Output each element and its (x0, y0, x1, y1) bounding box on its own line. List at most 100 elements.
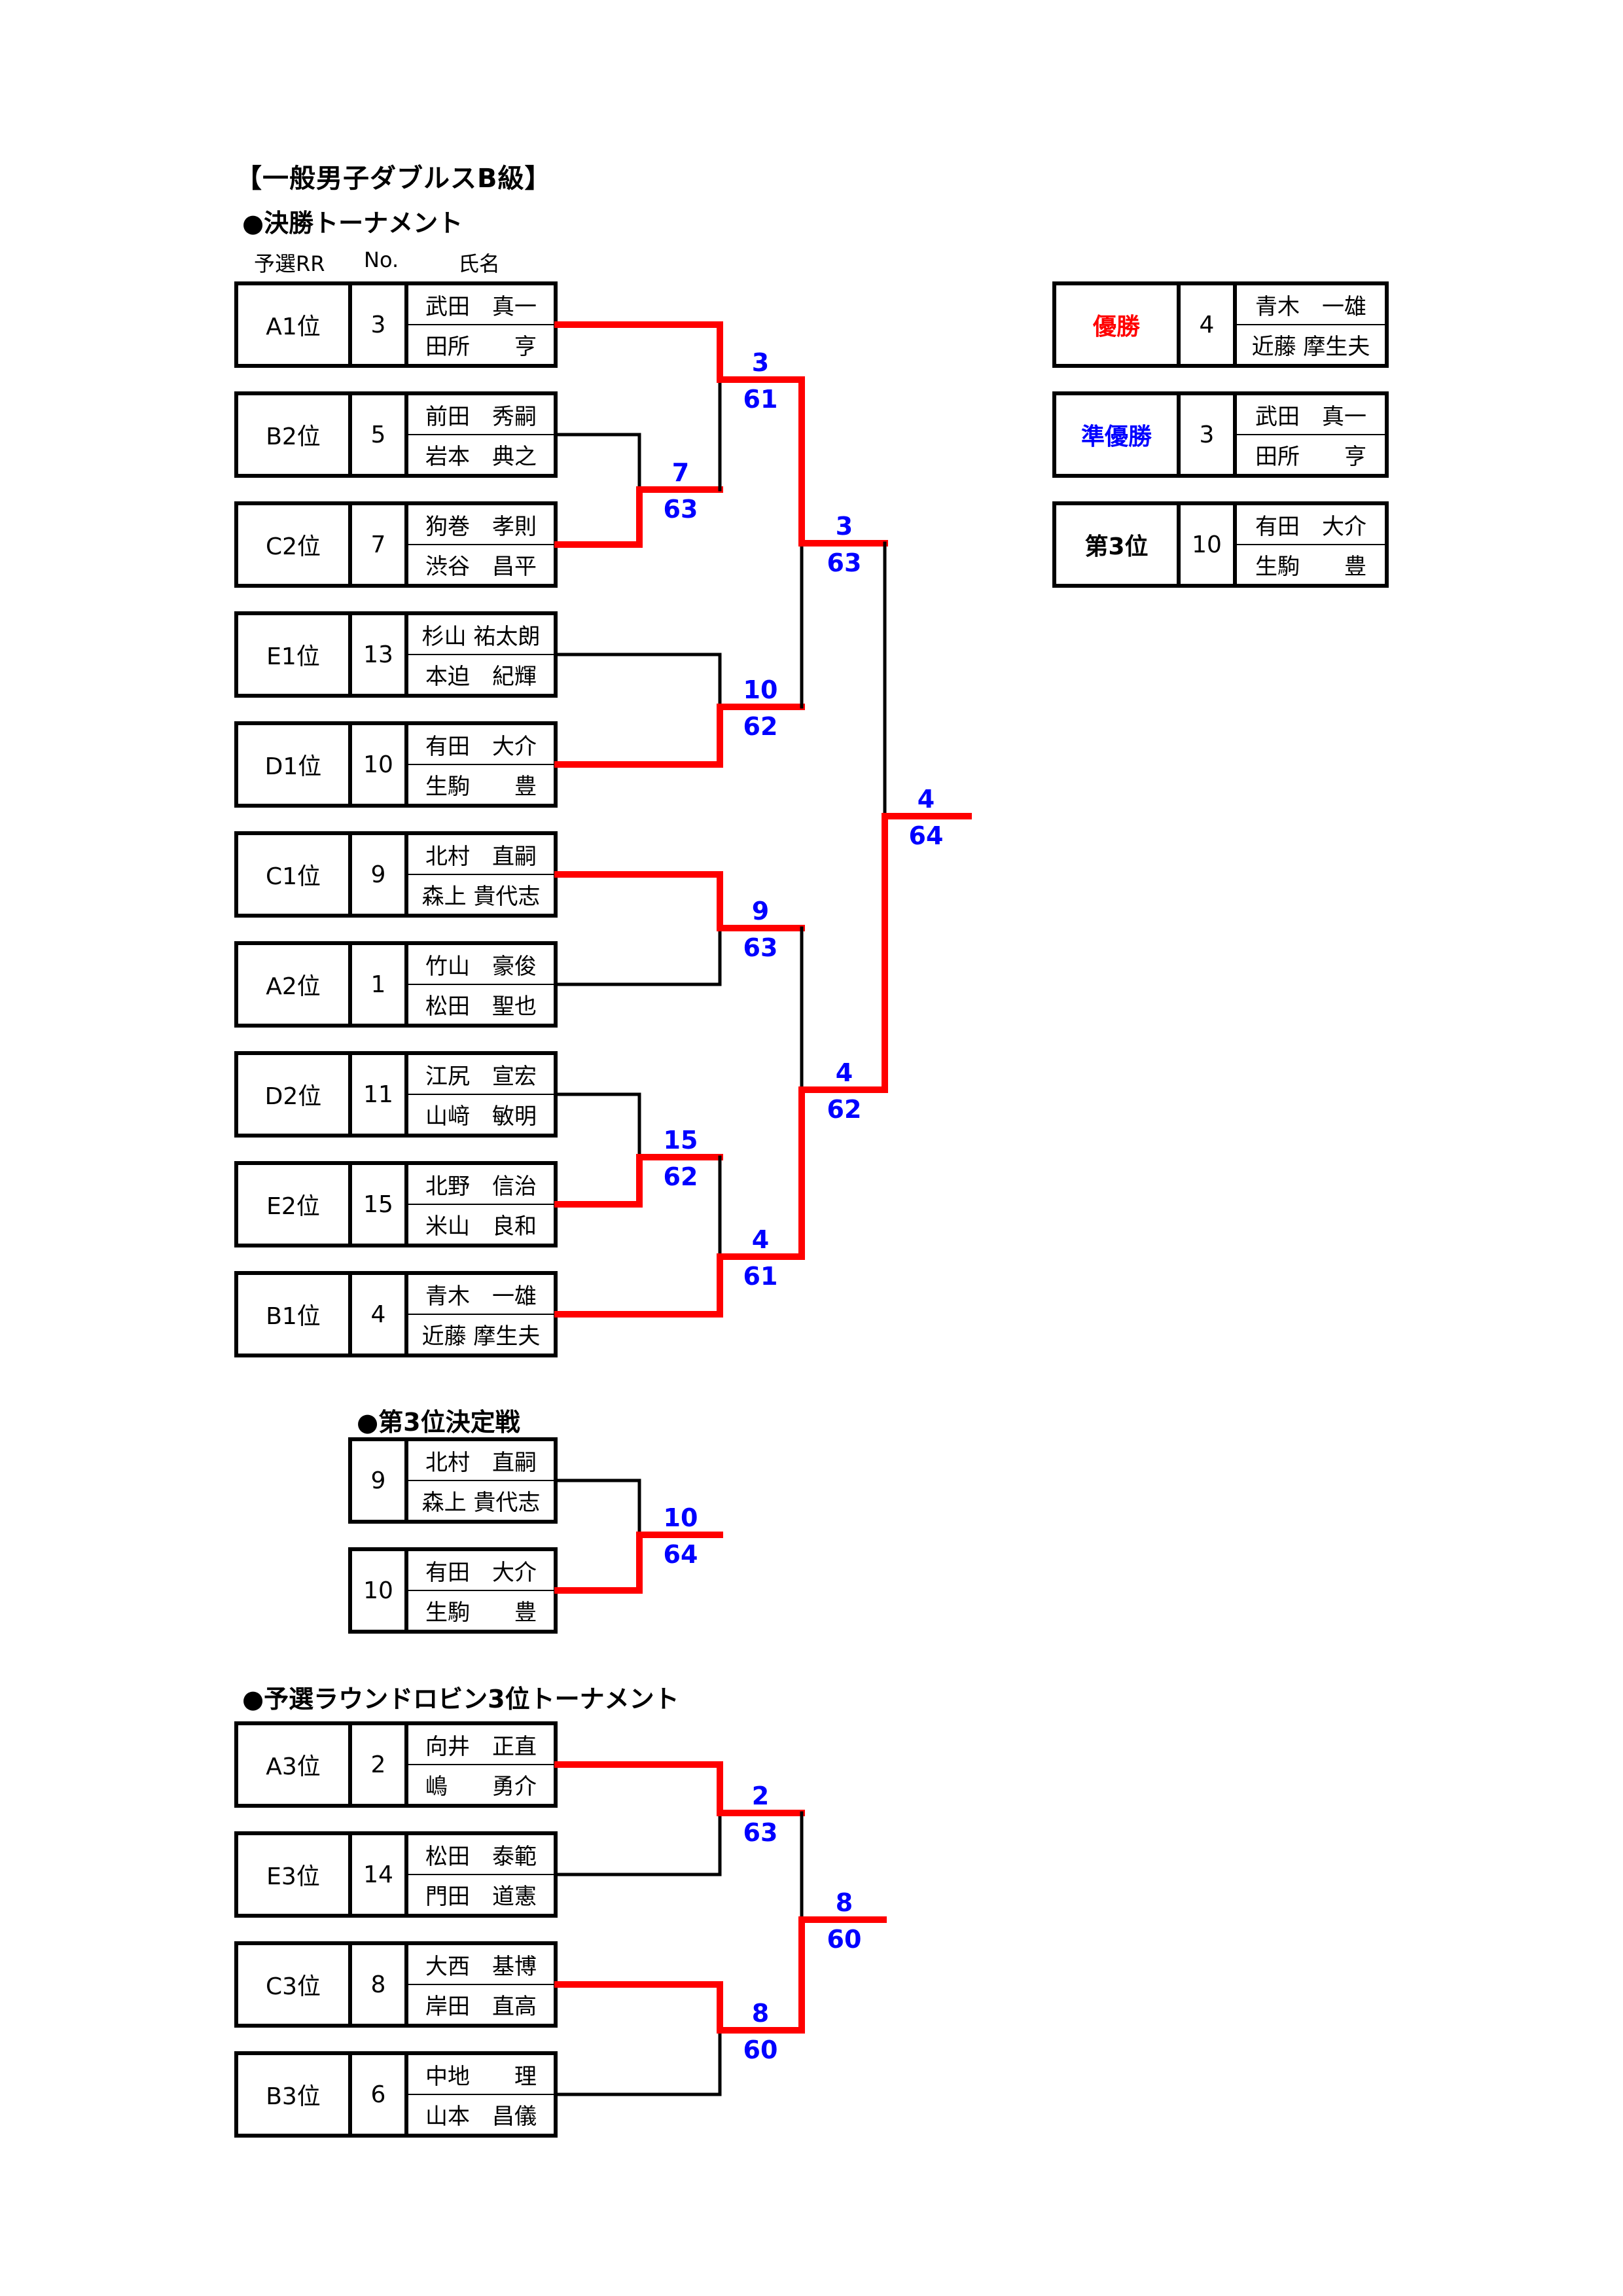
match-score-winner: 10 (743, 675, 778, 704)
match-score-match-number: 61 (743, 385, 778, 414)
player-name: 向井 正直 (408, 1725, 554, 1765)
entry-number: 5 (352, 395, 408, 474)
match-score-winner: 3 (751, 348, 770, 377)
entry-seed: C3位 (238, 1945, 352, 2024)
third-place-heading: ●第3位決定戦 (357, 1408, 520, 1437)
entry-number: 3 (352, 285, 408, 364)
rr3-score-winner: 8 (835, 1888, 853, 1917)
col-header-name: 氏名 (458, 251, 501, 276)
player-name: 北村 直嗣 (408, 835, 554, 875)
match-score-winner: 4 (751, 1225, 770, 1254)
entry-number: 6 (352, 2055, 408, 2134)
match-score-match-number: 62 (743, 712, 778, 741)
entry-number: 2 (352, 1725, 408, 1804)
entry-seed: B2位 (238, 395, 352, 474)
player-name: 岩本 典之 (425, 444, 537, 470)
match-score-match-number: 62 (663, 1162, 698, 1191)
player-name: 北村 直嗣 (408, 1441, 554, 1481)
match-score-winner: 9 (751, 897, 770, 925)
result-label: 第3位 (1056, 505, 1181, 584)
entry-number: 13 (352, 615, 408, 694)
player-name: 近藤 摩生夫 (421, 1323, 541, 1350)
match-score-winner: 7 (671, 458, 690, 487)
col-header-no: No. (364, 247, 399, 272)
entry-seed: B3位 (238, 2055, 352, 2134)
entry-seed: A2位 (238, 945, 352, 1024)
match-score-match-number: 61 (743, 1262, 778, 1291)
main-tournament-heading: ●決勝トーナメント (242, 209, 463, 238)
entry-seed: C2位 (238, 505, 352, 584)
player-name: 米山 良和 (425, 1213, 537, 1240)
entry-seed: A1位 (238, 285, 352, 364)
rr3-tournament-heading: ●予選ラウンドロビン3位トーナメント (242, 1685, 679, 1713)
entry-number: 14 (352, 1835, 408, 1914)
entry-seed: A3位 (238, 1725, 352, 1804)
rr3-score-winner: 8 (751, 1999, 770, 2028)
player-name: 田所 亨 (1255, 444, 1366, 470)
player-name: 竹山 豪俊 (408, 945, 554, 985)
player-name: 松田 泰範 (408, 1835, 554, 1875)
player-name: 山﨑 敏明 (425, 1103, 537, 1130)
third-place-score-match-number: 64 (663, 1540, 698, 1569)
player-name: 森上 貴代志 (421, 1490, 541, 1516)
entry-number: 4 (1181, 285, 1237, 364)
rr3-score-winner: 2 (751, 1782, 770, 1810)
entry-number: 7 (352, 505, 408, 584)
rr3-score-match-number: 60 (827, 1925, 862, 1954)
player-name: 有田 大介 (408, 1551, 554, 1591)
entry-seed: E3位 (238, 1835, 352, 1914)
match-score-match-number: 63 (827, 548, 862, 577)
result-label: 準優勝 (1056, 395, 1181, 474)
player-name: 杉山 祐太朗 (408, 615, 554, 655)
player-name: 門田 道憲 (425, 1884, 537, 1910)
player-name: 田所 亨 (425, 334, 537, 360)
player-name: 生駒 豊 (425, 774, 537, 800)
entry-number: 4 (352, 1275, 408, 1354)
entry-number: 10 (1181, 505, 1237, 584)
entry-seed: E1位 (238, 615, 352, 694)
player-name: 武田 真一 (1237, 395, 1385, 435)
player-name: 北野 信治 (408, 1165, 554, 1205)
match-score-match-number: 64 (908, 821, 944, 850)
result-label: 優勝 (1056, 285, 1181, 364)
entry-number: 10 (352, 1551, 408, 1630)
player-name: 狗巻 孝則 (408, 505, 554, 545)
match-score-winner: 3 (835, 512, 853, 541)
entry-number: 1 (352, 945, 408, 1024)
player-name: 生駒 豊 (1255, 554, 1366, 580)
player-name: 青木 一雄 (408, 1275, 554, 1315)
player-name: 岸田 直高 (425, 1994, 537, 2020)
player-name: 青木 一雄 (1237, 285, 1385, 325)
player-name: 武田 真一 (408, 285, 554, 325)
player-name: 大西 基博 (408, 1945, 554, 1985)
player-name: 中地 理 (408, 2055, 554, 2095)
entry-seed: D2位 (238, 1055, 352, 1134)
entry-number: 9 (352, 1441, 408, 1520)
entry-seed: C1位 (238, 835, 352, 914)
match-score-winner: 4 (917, 785, 935, 814)
rr3-score-match-number: 63 (743, 1818, 778, 1847)
player-name: 嶋 勇介 (425, 1774, 537, 1800)
third-place-score-winner: 10 (663, 1503, 698, 1532)
entry-number: 11 (352, 1055, 408, 1134)
entry-number: 8 (352, 1945, 408, 2024)
page-title: 【一般男子ダブルスB級】 (236, 164, 552, 194)
entry-number: 3 (1181, 395, 1237, 474)
entry-seed: B1位 (238, 1275, 352, 1354)
